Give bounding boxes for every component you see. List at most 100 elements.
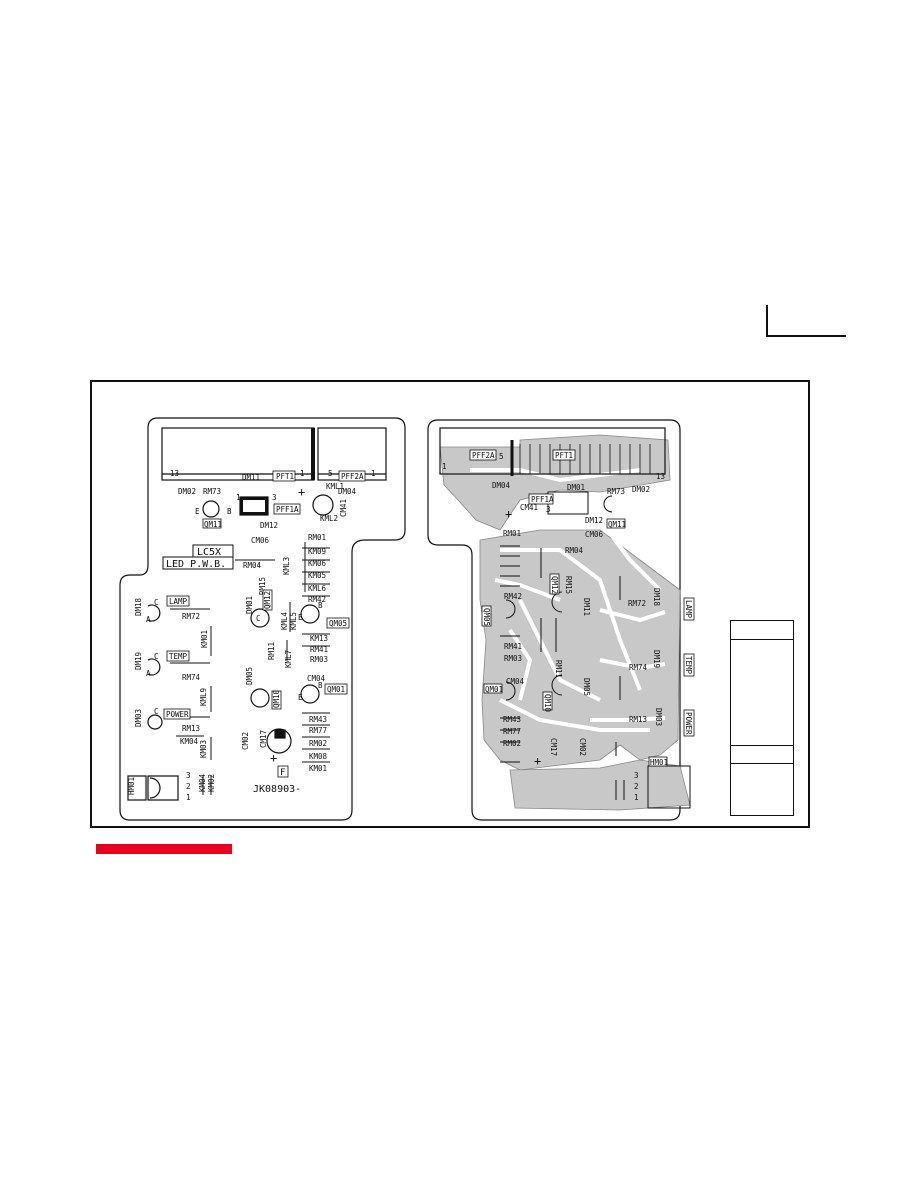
connector-pff1a-label: PFF1A (276, 505, 299, 514)
dm19-a: A (146, 669, 151, 678)
ref-dm18: DM18 (134, 597, 143, 616)
ref-km01a: KM01 (200, 630, 209, 648)
dm19-c: C (154, 652, 159, 661)
accent-bar (96, 844, 232, 854)
foil-ref-qm11: QM11 (608, 520, 626, 529)
ref-qm01: QM01 (327, 685, 345, 694)
connector-pff2a-label: PFF2A (341, 472, 364, 481)
foil-plus-mark-cm41: + (505, 507, 512, 521)
f-mark: F (280, 768, 285, 778)
ref-cm04: CM04 (307, 674, 326, 683)
legend-divider (731, 763, 793, 764)
ref-rm73: RM73 (203, 487, 221, 496)
ref-rm04: RM04 (243, 561, 262, 570)
foil-ref-rm02: RM02 (503, 739, 521, 748)
ref-kml3: KML3 (282, 557, 291, 575)
foil-ref-dm02: DM02 (632, 485, 650, 494)
ref-km01: KM01 (309, 764, 327, 773)
foil-ref-dm18: DM18 (652, 588, 661, 607)
ref-cm17: CM17 (259, 730, 268, 748)
foil-ref-rm11: RM11 (554, 660, 563, 678)
ref-rm42: RM42 (308, 595, 326, 604)
foil-ref-rm13: RM13 (629, 715, 647, 724)
foil-connector-pff1a-label: PFF1A (531, 495, 554, 504)
ref-dm12: DM12 (260, 521, 278, 530)
ref-rm74: RM74 (182, 673, 201, 682)
hm01-pin-3: 3 (186, 771, 191, 780)
led-temp-label: TEMP (169, 652, 188, 661)
pin-13: 13 (170, 469, 179, 478)
plus-mark-cm41: + (298, 485, 305, 499)
board-title-line2: LED P.W.B. (166, 559, 226, 570)
component-side-labels: LC5X LED P.W.B. PFT1 PFF2A PFF1A HM01 F … (127, 469, 376, 802)
dm03-c: C (154, 707, 159, 716)
foil-pin-3: 3 (546, 505, 551, 514)
qm11-b: B (227, 507, 232, 516)
led-lamp-label: LAMP (169, 597, 188, 606)
foil-connector-pft1-label: PFT1 (555, 451, 573, 460)
ref-qm05: QM05 (329, 619, 347, 628)
foil-ref-qm01: QM01 (485, 685, 503, 694)
ref-km02: KM02 (207, 774, 216, 792)
foil-ref-rm77: RM77 (503, 727, 521, 736)
foil-connector-hm01-label: HM01 (650, 758, 668, 767)
foil-ref-cm17: CM17 (549, 738, 558, 756)
ref-kml2: KML2 (320, 514, 338, 523)
foil-side-labels: PFF2A PFT1 PFF1A HM01 LAMP TEMP POWER 1 … (442, 449, 695, 802)
foil-ref-cm06: CM06 (585, 530, 604, 539)
ref-cm06: CM06 (251, 536, 270, 545)
ref-kml9: KML9 (199, 688, 208, 706)
dm18-a: A (146, 615, 151, 624)
ref-kml7: KML7 (284, 650, 293, 668)
crop-mark-vertical (766, 305, 768, 337)
foil-ref-cm04: CM04 (506, 677, 525, 686)
ref-rm11: RM11 (267, 642, 276, 660)
diagram-frame (90, 380, 810, 828)
foil-ref-rm04: RM04 (565, 546, 584, 555)
crop-mark-horizontal (766, 335, 846, 337)
foil-ref-rm03: RM03 (504, 654, 522, 663)
foil-ref-cm41: CM41 (520, 503, 538, 512)
foil-ref-rm15: RM15 (564, 576, 573, 594)
foil-ref-dm04: DM04 (492, 481, 511, 490)
ref-km04: KM04 (180, 737, 199, 746)
led-power-label: POWER (166, 710, 189, 719)
foil-led-temp-label: TEMP (684, 656, 693, 675)
legend-divider (731, 639, 793, 640)
connector-hm01-label: HM01 (127, 777, 136, 795)
foil-ref-rm73: RM73 (607, 487, 625, 496)
foil-pin-13: 13 (656, 472, 665, 481)
foil-ref-dm03: DM03 (654, 708, 663, 726)
pin-1b: 1 (371, 469, 376, 478)
legend-divider (731, 745, 793, 746)
pin-1: 1 (300, 469, 305, 478)
ref-rm77: RM77 (309, 726, 327, 735)
foil-ref-dm05: DM05 (582, 678, 591, 696)
legend-box (730, 620, 794, 816)
ref-rm02: RM02 (309, 739, 327, 748)
qm11-e: E (195, 507, 200, 516)
foil-plus-mark: + (534, 754, 541, 768)
hm01-pin-1: 1 (186, 793, 191, 802)
ref-rm03: RM03 (310, 655, 328, 664)
ref-cm41: CM41 (339, 499, 348, 517)
foil-ref-rm72: RM72 (628, 599, 646, 608)
foil-hm01-pin-3: 3 (634, 771, 639, 780)
foil-ref-qm10: QM10 (543, 694, 552, 713)
foil-hm01-pin-1: 1 (634, 793, 639, 802)
ref-qm11: QM11 (204, 520, 222, 529)
foil-ref-dm01: DM01 (567, 483, 585, 492)
ref-dm02: DM02 (178, 487, 196, 496)
ref-rm01: RM01 (308, 533, 326, 542)
ref-km09: KM09 (308, 547, 326, 556)
foil-ref-rm01: RM01 (503, 529, 521, 538)
ref-km03: KM03 (199, 740, 208, 758)
ref-kml6: KML6 (308, 584, 327, 593)
ref-qm10: QM10 (272, 689, 281, 708)
ref-rm72: RM72 (182, 612, 200, 621)
ref-cm02: CM02 (241, 732, 250, 750)
foil-ref-qm12: QM12 (550, 576, 559, 594)
foil-connector-pff2a-label: PFF2A (472, 451, 495, 460)
qm01-e: E (298, 693, 303, 702)
pin-3: 3 (272, 493, 277, 502)
